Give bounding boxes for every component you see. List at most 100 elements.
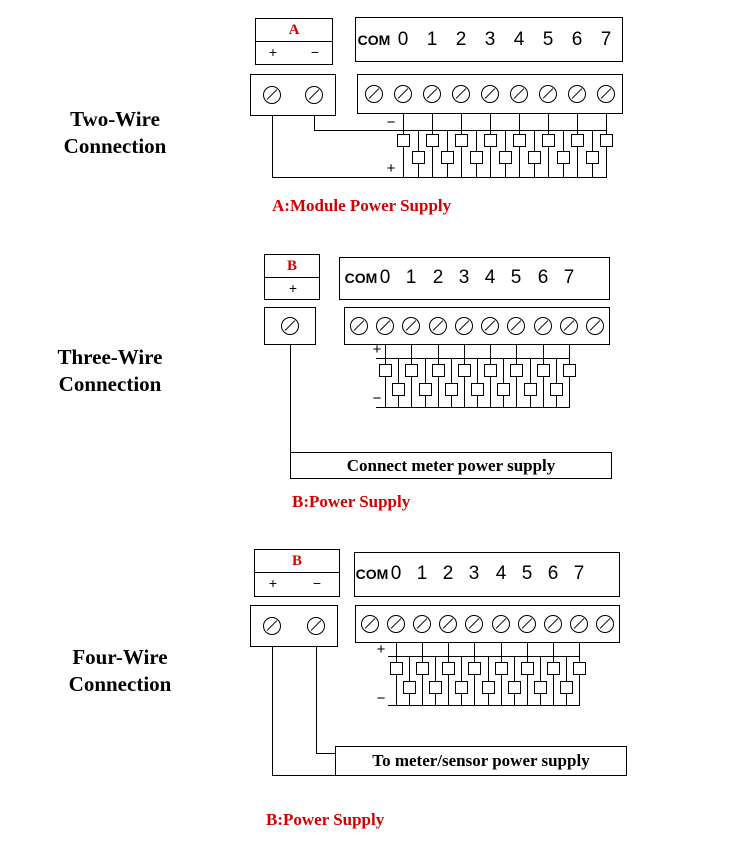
screw-terminal-icon	[402, 317, 420, 335]
load-symbol	[497, 383, 510, 396]
screw-terminal-icon	[307, 617, 325, 635]
screw-terminal-icon	[539, 85, 557, 103]
note-connect-meter-power: Connect meter power supply	[290, 452, 612, 479]
stub-wire	[476, 164, 477, 177]
load-symbol	[405, 364, 418, 377]
stub-wire	[556, 358, 557, 383]
stub-wire	[435, 694, 436, 705]
screw-terminal-icon	[481, 317, 499, 335]
load-symbol	[484, 134, 497, 147]
caption-module-power-supply: A:Module Power Supply	[272, 196, 452, 215]
load-symbol	[432, 364, 445, 377]
psu-wire	[316, 753, 336, 754]
stub-wire	[488, 656, 489, 681]
load-symbol	[441, 151, 454, 164]
minus-terminal-label: −	[310, 44, 320, 60]
com-label: COM	[357, 32, 391, 48]
load-symbol	[557, 151, 570, 164]
load-symbol	[390, 662, 403, 675]
stub-wire	[451, 358, 452, 383]
stub-wire	[540, 694, 541, 705]
screw-terminal-icon	[305, 86, 323, 104]
bus-wire-bottom	[272, 177, 607, 178]
stub-wire	[503, 396, 504, 407]
channel-number-label: 5	[542, 29, 554, 50]
section-title-line1: Two-Wire	[70, 107, 160, 131]
screw-terminal-icon	[394, 85, 412, 103]
stub-wire	[435, 656, 436, 681]
load-symbol	[471, 383, 484, 396]
channel-number-label: 6	[547, 563, 559, 584]
channel-number-label: 3	[484, 29, 496, 50]
channel-number-label: 5	[521, 563, 533, 584]
stub-wire	[409, 656, 410, 681]
load-symbol	[524, 383, 537, 396]
stub-wire	[409, 694, 410, 705]
channel-number-label: 4	[484, 267, 496, 288]
channel-number-label: 6	[571, 29, 583, 50]
power-supply-letter: B	[265, 255, 319, 278]
stub-wire	[477, 396, 478, 407]
screw-terminal-icon	[510, 85, 528, 103]
screw-terminal-icon	[586, 317, 604, 335]
channel-label-strip	[354, 552, 620, 597]
load-symbol	[403, 681, 416, 694]
channel-number-label: 5	[510, 267, 522, 288]
stub-wire	[461, 656, 462, 681]
stub-wire	[425, 396, 426, 407]
screw-terminal-icon	[263, 86, 281, 104]
section-title-two-wire: Two-Wire Connection	[30, 106, 200, 160]
stub-wire	[503, 358, 504, 383]
stub-wire	[566, 694, 567, 705]
stub-wire	[514, 694, 515, 705]
power-supply-letter: B	[255, 550, 339, 573]
stub-wire	[530, 396, 531, 407]
channel-number-label: 1	[416, 563, 428, 584]
load-symbol	[528, 151, 541, 164]
plus-terminal-label: +	[268, 44, 278, 60]
channel-number-label: 6	[537, 267, 549, 288]
load-symbol	[419, 383, 432, 396]
load-symbol	[563, 364, 576, 377]
screw-terminal-icon	[596, 615, 614, 633]
channel-number-label: 3	[458, 267, 470, 288]
channel-number-label: 1	[426, 29, 438, 50]
screw-terminal-icon	[481, 85, 499, 103]
load-symbol	[542, 134, 555, 147]
stub-wire	[476, 130, 477, 151]
stub-wire	[418, 130, 419, 151]
load-symbol	[470, 151, 483, 164]
screw-terminal-icon	[534, 317, 552, 335]
load-symbol	[442, 662, 455, 675]
load-symbol	[412, 151, 425, 164]
section-title-line1: Four-Wire	[72, 645, 168, 669]
channel-number-label: 1	[405, 267, 417, 288]
minus-bus-label: −	[386, 114, 396, 131]
load-symbol	[482, 681, 495, 694]
power-supply-terminal-row: + −	[256, 42, 332, 64]
screw-terminal-icon	[423, 85, 441, 103]
stub-wire	[563, 164, 564, 177]
stub-wire	[447, 130, 448, 151]
load-symbol	[510, 364, 523, 377]
minus-bus-label: −	[376, 690, 386, 707]
screw-terminal-icon	[361, 615, 379, 633]
screw-terminal-icon	[365, 85, 383, 103]
section-title-line1: Three-Wire	[57, 345, 163, 369]
load-symbol	[508, 681, 521, 694]
load-symbol	[586, 151, 599, 164]
load-symbol	[499, 151, 512, 164]
load-symbol	[416, 662, 429, 675]
stub-wire	[505, 164, 506, 177]
stub-wire	[488, 694, 489, 705]
load-symbol	[468, 662, 481, 675]
screw-terminal-icon	[263, 617, 281, 635]
section-title-four-wire: Four-Wire Connection	[35, 644, 205, 698]
bus-wire-top	[388, 656, 580, 657]
screw-terminal-icon	[281, 317, 299, 335]
load-symbol	[426, 134, 439, 147]
psu-wire	[290, 345, 291, 453]
load-symbol	[379, 364, 392, 377]
load-symbol	[397, 134, 410, 147]
